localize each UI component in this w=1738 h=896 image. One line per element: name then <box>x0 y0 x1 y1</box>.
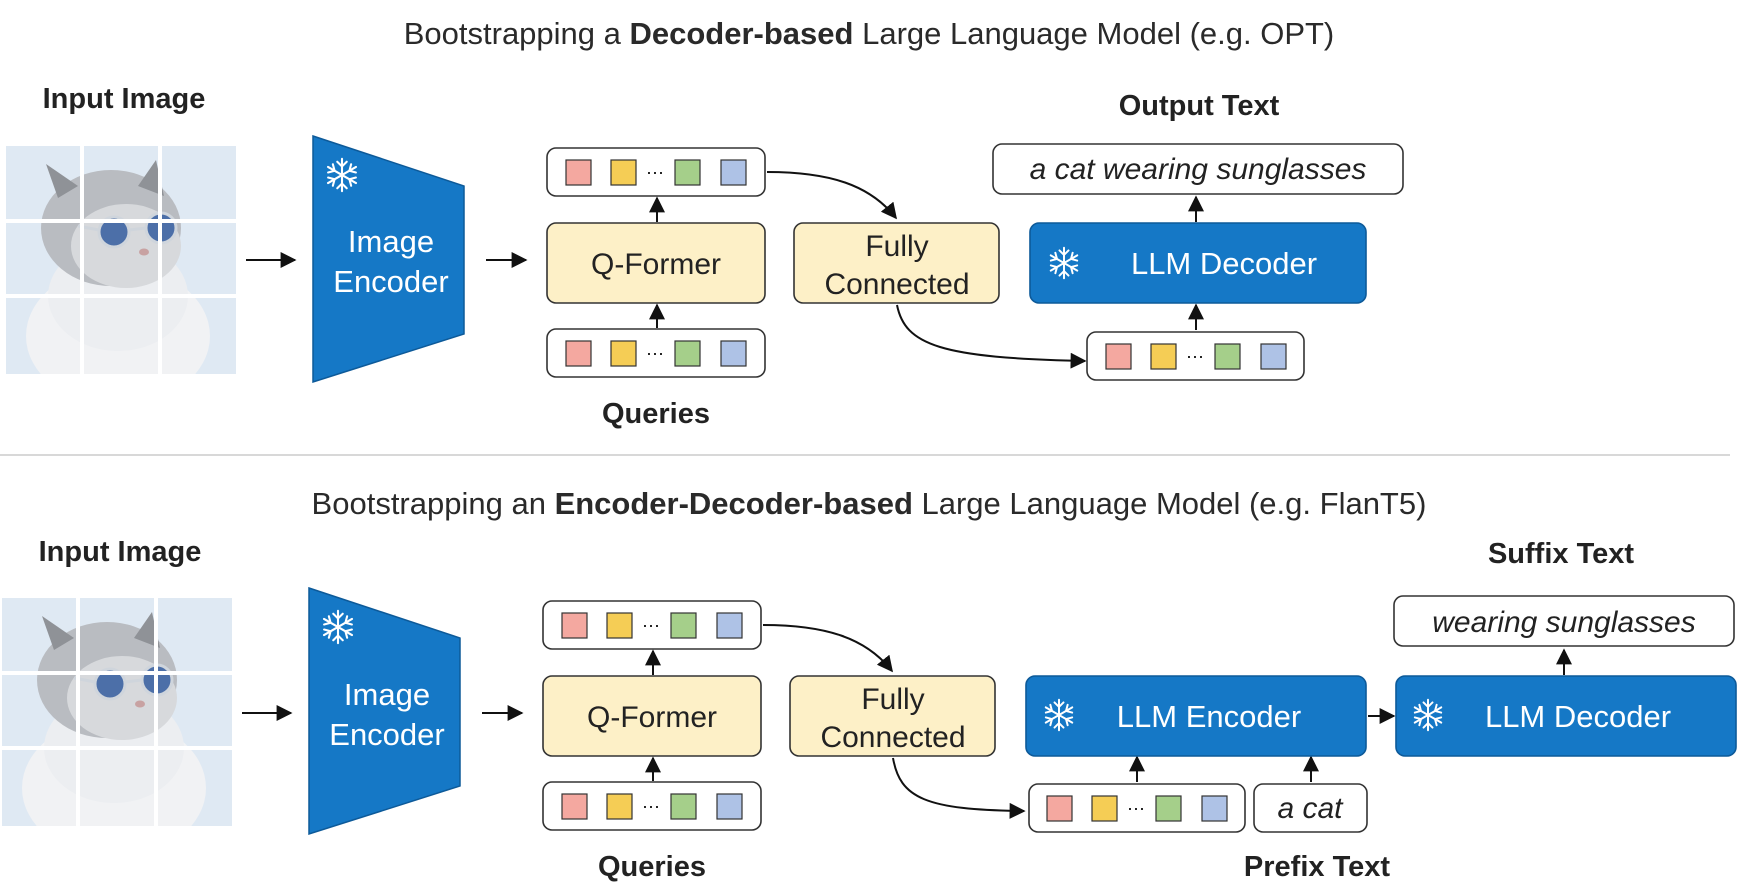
top-queries-label: Queries <box>602 398 710 430</box>
top-llm-input-token-red <box>1105 343 1132 370</box>
top-llm-input-ellipsis: ··· <box>1186 346 1204 366</box>
top-query-input-row <box>546 328 766 378</box>
top-section: Bootstrapping a Decoder-based Large Lang… <box>6 16 1404 430</box>
top-image-encoder-label-1: Image <box>348 224 434 259</box>
top-query-token-blue <box>720 159 747 186</box>
bottom-prefix-text: a cat <box>1277 792 1344 825</box>
top-input-image <box>6 146 236 374</box>
top-qformer <box>546 222 766 304</box>
top-output-text-box <box>992 143 1404 195</box>
top-input-query-token-blue <box>720 340 747 367</box>
bottom-llm-input-token-yellow <box>1091 795 1118 822</box>
bottom-input-image-label: Input Image <box>39 536 202 568</box>
top-input-query-token-red <box>565 340 592 367</box>
bottom-prefix-text-header: Prefix Text <box>1244 851 1390 883</box>
bottom-arrow-queries-to-fc <box>762 624 893 673</box>
top-input-query-token-green <box>674 340 701 367</box>
bottom-suffix-text: wearing sunglasses <box>1432 606 1695 639</box>
top-llm-input-token-yellow <box>1150 343 1177 370</box>
bottom-suffix-text-header: Suffix Text <box>1488 538 1634 570</box>
top-llm-input-row <box>1086 331 1305 381</box>
bottom-arrow-fc-to-llm-input <box>892 757 1026 819</box>
top-qformer-label: Q-Former <box>591 248 721 281</box>
bottom-qformer <box>542 675 762 757</box>
bottom-query-token-blue <box>716 612 743 639</box>
top-llm-decoder-label: LLM Decoder <box>1131 246 1317 281</box>
bottom-llm-input-token-blue <box>1201 795 1228 822</box>
bottom-query-output-row <box>542 600 762 650</box>
top-llm-decoder <box>1029 222 1367 304</box>
top-fc-label-2: Connected <box>824 268 969 301</box>
bottom-input-query-token-green <box>670 793 697 820</box>
top-fc-label-1: Fully <box>865 230 928 263</box>
bottom-input-query-token-blue <box>716 793 743 820</box>
bottom-llm-encoder <box>1025 675 1367 757</box>
top-query-ellipsis: ··· <box>646 162 664 182</box>
bottom-suffix-text-box <box>1393 595 1735 647</box>
top-query-output-row <box>546 147 766 197</box>
top-input-query-ellipsis: ··· <box>646 343 664 363</box>
top-fully-connected <box>793 222 1000 304</box>
bottom-image-encoder-label-2: Encoder <box>329 717 444 752</box>
bottom-query-token-green <box>670 612 697 639</box>
top-input-image-label: Input Image <box>43 83 206 115</box>
top-llm-input-token-blue <box>1260 343 1287 370</box>
top-arrow-fc-to-llm-input <box>896 304 1087 369</box>
top-title: Bootstrapping a Decoder-based Large Lang… <box>404 16 1335 51</box>
top-image-encoder <box>312 134 465 384</box>
bottom-image-encoder <box>308 586 461 836</box>
bottom-query-ellipsis: ··· <box>642 615 660 635</box>
top-arrow-queries-to-fc <box>766 171 897 220</box>
bottom-section: Bootstrapping an Encoder-Decoder-based L… <box>2 486 1737 883</box>
top-output-text-header: Output Text <box>1119 90 1280 122</box>
bottom-title: Bootstrapping an Encoder-Decoder-based L… <box>312 486 1427 521</box>
bottom-image-encoder-label-1: Image <box>344 677 430 712</box>
bottom-input-query-token-yellow <box>606 793 633 820</box>
bottom-fully-connected <box>789 675 996 757</box>
bottom-queries-label: Queries <box>598 851 706 883</box>
top-query-token-green <box>674 159 701 186</box>
top-llm-input-token-green <box>1214 343 1241 370</box>
bottom-query-input-row <box>542 781 762 831</box>
top-output-text: a cat wearing sunglasses <box>1030 153 1367 186</box>
bottom-llm-decoder <box>1395 675 1737 757</box>
bottom-input-query-token-red <box>561 793 588 820</box>
bottom-qformer-label: Q-Former <box>587 701 717 734</box>
bottom-llm-decoder-label: LLM Decoder <box>1485 699 1671 734</box>
bottom-llm-input-token-green <box>1155 795 1182 822</box>
bottom-prefix-text-box <box>1253 783 1368 833</box>
bottom-fc-label-1: Fully <box>861 683 924 716</box>
top-query-token-red <box>565 159 592 186</box>
top-input-query-token-yellow <box>610 340 637 367</box>
bottom-llm-input-row <box>1028 783 1246 833</box>
bottom-input-image <box>2 598 232 826</box>
bottom-query-token-red <box>561 612 588 639</box>
bottom-query-token-yellow <box>606 612 633 639</box>
top-query-token-yellow <box>610 159 637 186</box>
bottom-llm-input-ellipsis: ··· <box>1127 798 1145 818</box>
bottom-llm-input-token-red <box>1046 795 1073 822</box>
bottom-fc-label-2: Connected <box>820 721 965 754</box>
top-image-encoder-label-2: Encoder <box>333 264 448 299</box>
bottom-input-query-ellipsis: ··· <box>642 796 660 816</box>
bottom-llm-encoder-label: LLM Encoder <box>1117 699 1301 734</box>
